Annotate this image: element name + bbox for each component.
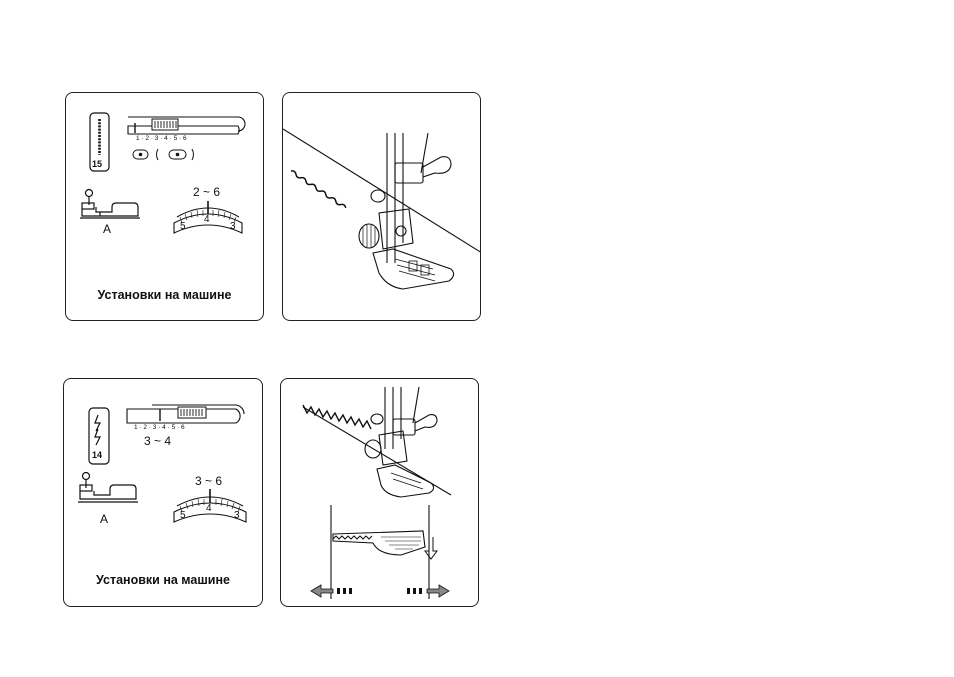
fabric-texture-icon [381,537,421,549]
dial-center-number: 4 [204,214,210,225]
machine-settings-caption: Установки на машине [66,288,263,302]
stitch-length-scale: 1 · 2 · 3 · 4 · 5 · 6 [134,424,185,431]
top-settings-panel: 15 1 · 2 · 3 · 4 · 5 · 6 A 2 ~ 6 5 4 3 У… [65,92,264,321]
dial-right-number: 3 [230,221,236,232]
top-sewing-drawing [283,93,481,321]
presser-foot-icon [80,190,140,219]
stitch-length-slider-icon [127,405,244,423]
top-settings-drawing [66,93,264,321]
top-sewing-illustration [282,92,481,321]
presser-foot-icon [78,473,138,503]
bottom-sewing-illustration [280,378,479,607]
dial-left-number: 5 [180,221,186,232]
bottom-settings-panel: 14 1 · 2 · 3 · 4 · 5 · 6 3 ~ 4 A 3 ~ 6 5… [63,378,263,607]
arrow-down-icon [425,537,437,559]
zigzag-stitch-icon [303,405,371,429]
stitch-length-scale: 1 · 2 · 3 · 4 · 5 · 6 [136,135,187,142]
length-range-label: 3 ~ 4 [144,434,171,448]
tension-range-label: 3 ~ 6 [195,474,222,488]
stitch-length-slider-icon [128,117,245,134]
dial-right-number: 3 [234,510,240,521]
machine-settings-caption: Установки на машине [64,573,262,587]
presser-foot-label: A [100,512,108,526]
dial-center-number: 4 [206,503,212,514]
tension-range-label: 2 ~ 6 [193,185,220,199]
feed-dog-buttons-icon [133,149,194,160]
arrow-right-icon [407,585,449,597]
stitch-chain-icon [290,170,346,209]
pattern-number: 15 [92,159,102,169]
presser-foot-label: A [103,222,111,236]
pattern-number: 14 [92,450,102,460]
bottom-sewing-drawing [281,379,479,607]
dial-left-number: 5 [180,510,186,521]
